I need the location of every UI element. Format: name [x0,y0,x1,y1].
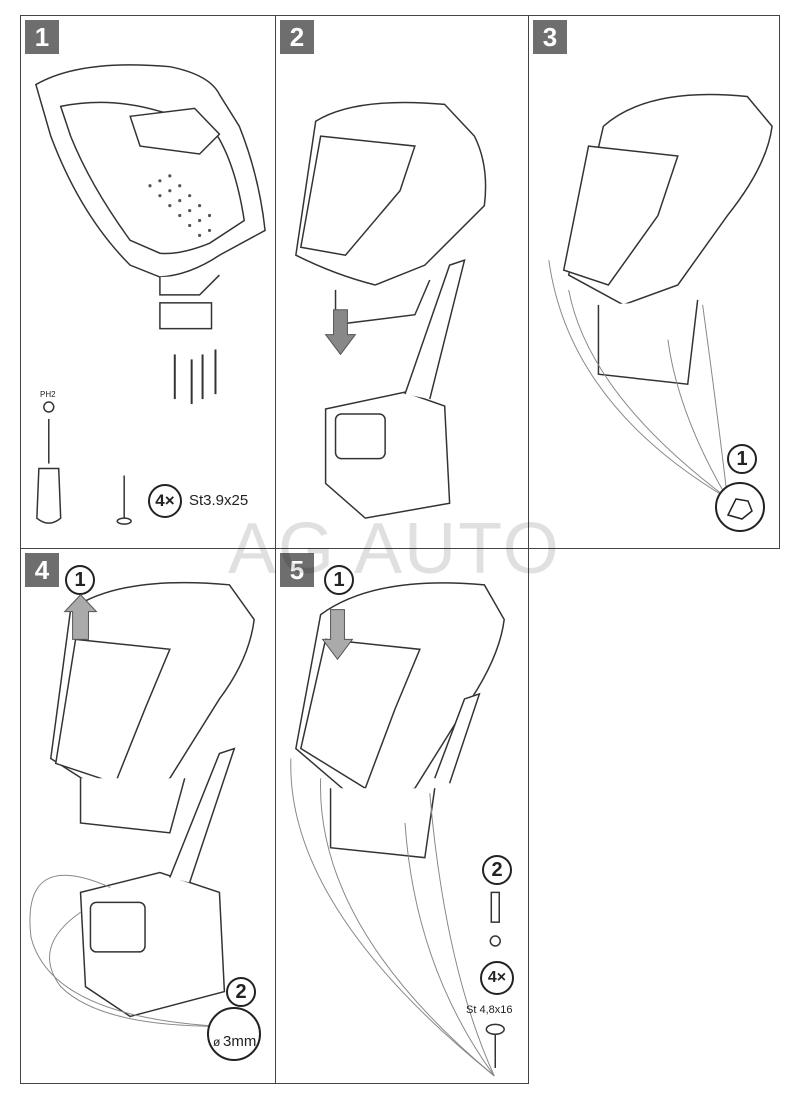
step-4-badge: 4 [25,553,59,587]
armrest-underside-illustration [35,64,266,525]
hand-grip-icon [715,482,765,532]
drill-bit-icon: ø 3mm [207,1007,261,1061]
screw-count-badge: 4× [148,484,182,518]
step-4-sub-2: 2 [226,977,256,1007]
screw-spec-label-5: St 4,8x16 [466,1004,513,1016]
step-5-sub-2: 2 [482,855,512,885]
step-3-sub-1: 1 [727,444,757,474]
armrest-mounting-illustration [295,101,487,519]
step-5-sub-1: 1 [324,565,354,595]
step-4-panel: 4 1 2 ø 3mm [20,548,276,1084]
screw-count-badge-5: 4× [480,961,514,995]
drill-diameter-label: 3mm [223,1033,257,1050]
screwdriver-bit-label: PH2 [40,390,56,399]
step-4-sub-1: 1 [65,565,95,595]
step-3-badge: 3 [533,20,567,54]
step-5-panel: 5 1 2 4× St 4,8x16 [275,548,529,1084]
step-1-panel: 1 [20,15,276,549]
step-1-badge: 1 [25,20,59,54]
armrest-drill-illustration [29,581,255,1027]
step-5-badge: 5 [280,553,314,587]
screw-spec-label: St3.9x25 [189,492,249,509]
armrest-fix-illustration [290,582,505,1077]
drill-diameter-symbol: ø [213,1035,221,1049]
step-3-panel: 3 1 [528,15,780,549]
step-2-badge: 2 [280,20,314,54]
step-2-panel: 2 [275,15,529,549]
armrest-lid-open-illustration [548,93,773,499]
